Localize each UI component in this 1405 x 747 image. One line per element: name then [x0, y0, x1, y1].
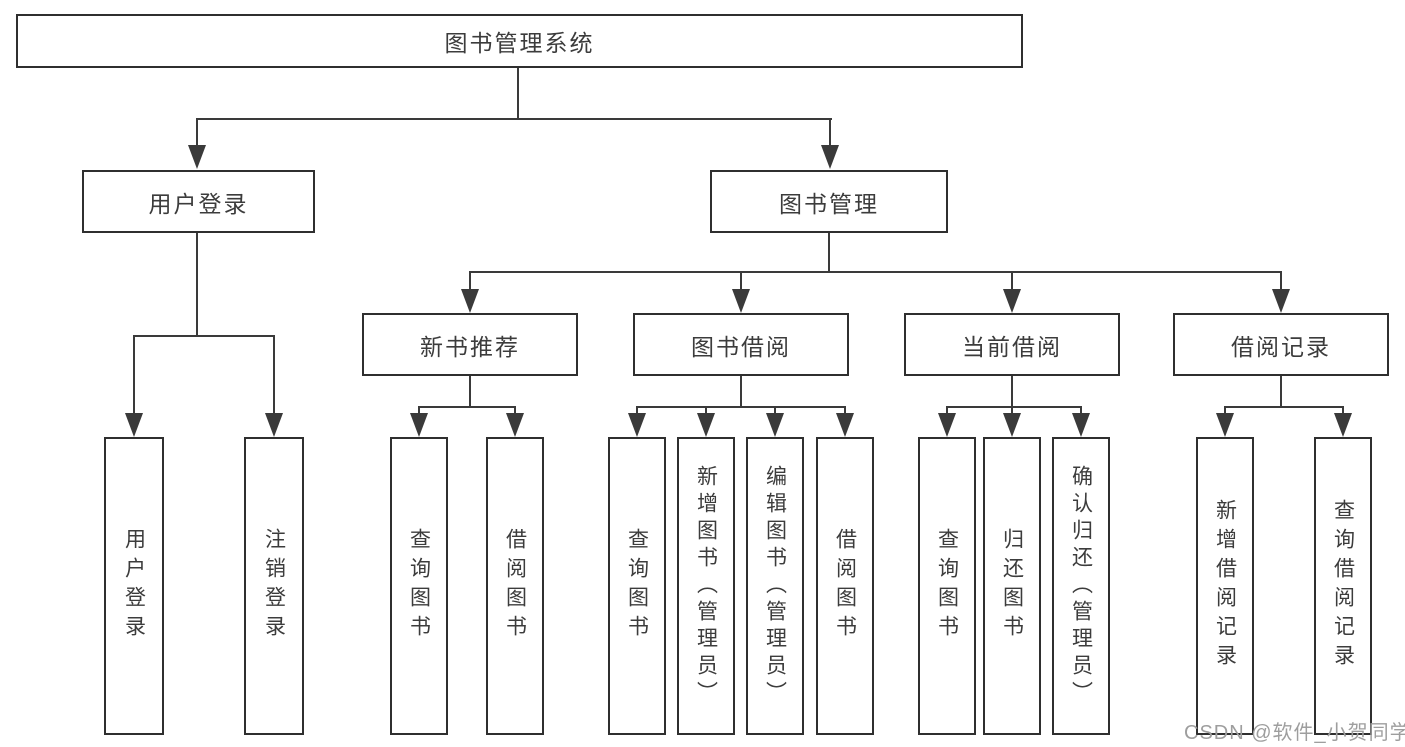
node-edit-books-admin-label: 编辑图书（管理员）: [763, 464, 787, 708]
connector-line: [418, 406, 516, 408]
connector-line: [705, 406, 707, 416]
node-logout-label: 注销登录: [262, 528, 286, 644]
connector-line: [469, 271, 471, 291]
arrow-down-icon: [697, 413, 715, 437]
arrow-down-icon: [732, 289, 750, 313]
node-add-books-admin: 新增图书（管理员）: [677, 437, 735, 735]
connector-line: [514, 406, 516, 416]
connector-line: [273, 335, 275, 415]
arrow-down-icon: [506, 413, 524, 437]
connector-line: [1011, 375, 1013, 408]
node-confirm-return-admin-label: 确认归还（管理员）: [1069, 464, 1093, 708]
connector-line: [1280, 271, 1282, 291]
connector-line: [636, 406, 846, 408]
node-user-login: 用户登录: [82, 170, 315, 233]
node-query-books-a: 查询图书: [390, 437, 448, 735]
arrow-down-icon: [265, 413, 283, 437]
connector-line: [740, 271, 742, 291]
connector-line: [946, 406, 948, 416]
connector-line: [469, 271, 1282, 273]
connector-line: [946, 406, 1082, 408]
arrow-down-icon: [1003, 289, 1021, 313]
node-borrow-books-b-label: 借阅图书: [833, 528, 857, 644]
connector-line: [844, 406, 846, 416]
arrow-down-icon: [410, 413, 428, 437]
node-book-borrow: 图书借阅: [633, 313, 849, 376]
node-book-borrow-label: 图书借阅: [691, 333, 791, 360]
node-library-system-label: 图书管理系统: [444, 30, 595, 56]
arrow-down-icon: [1272, 289, 1290, 313]
arrow-down-icon: [766, 413, 784, 437]
node-confirm-return-admin: 确认归还（管理员）: [1052, 437, 1110, 735]
connector-line: [1224, 406, 1226, 416]
arrow-down-icon: [1072, 413, 1090, 437]
node-return-books: 归还图书: [983, 437, 1041, 735]
arrow-down-icon: [1334, 413, 1352, 437]
node-query-books-b: 查询图书: [608, 437, 666, 735]
connector-line: [133, 335, 135, 415]
connector-line: [418, 406, 420, 416]
connector-line: [636, 406, 638, 416]
connector-line: [1080, 406, 1082, 416]
node-logout: 注销登录: [244, 437, 304, 735]
watermark: CSDN @软件_小贺同学: [1184, 722, 1405, 744]
node-book-management: 图书管理: [710, 170, 948, 233]
connector-line: [828, 232, 830, 272]
node-library-system: 图书管理系统: [16, 14, 1023, 68]
arrow-down-icon: [628, 413, 646, 437]
arrow-down-icon: [461, 289, 479, 313]
node-user-login-action-label: 用户登录: [122, 528, 146, 644]
node-current-borrow-label: 当前借阅: [962, 333, 1062, 360]
connector-line: [774, 406, 776, 416]
connector-line: [1280, 375, 1282, 408]
arrow-down-icon: [188, 145, 206, 169]
node-borrow-books-a: 借阅图书: [486, 437, 544, 735]
arrow-down-icon: [125, 413, 143, 437]
arrow-down-icon: [821, 145, 839, 169]
node-query-books-c: 查询图书: [918, 437, 976, 735]
node-query-books-b-label: 查询图书: [625, 528, 649, 644]
node-query-books-c-label: 查询图书: [935, 528, 959, 644]
node-borrow-records: 借阅记录: [1173, 313, 1389, 376]
arrow-down-icon: [1216, 413, 1234, 437]
node-user-login-label: 用户登录: [148, 190, 249, 217]
node-query-borrow-record: 查询借阅记录: [1314, 437, 1372, 735]
node-edit-books-admin: 编辑图书（管理员）: [746, 437, 804, 735]
connector-line: [740, 375, 742, 408]
node-current-borrow: 当前借阅: [904, 313, 1120, 376]
connector-line: [1011, 271, 1013, 291]
node-user-login-action: 用户登录: [104, 437, 164, 735]
node-add-books-admin-label: 新增图书（管理员）: [694, 464, 718, 708]
connector-line: [1224, 406, 1344, 408]
arrow-down-icon: [836, 413, 854, 437]
node-borrow-records-label: 借阅记录: [1231, 333, 1331, 360]
connector-line: [196, 232, 198, 336]
node-new-book-recommend-label: 新书推荐: [420, 333, 520, 360]
connector-line: [196, 118, 198, 148]
node-add-borrow-record: 新增借阅记录: [1196, 437, 1254, 735]
connector-line: [1342, 406, 1344, 416]
node-query-books-a-label: 查询图书: [407, 528, 431, 644]
node-return-books-label: 归还图书: [1000, 528, 1024, 644]
node-query-borrow-record-label: 查询借阅记录: [1331, 499, 1355, 673]
connector-root-stem: [517, 67, 519, 119]
connector-line: [829, 118, 831, 148]
connector-line: [133, 335, 275, 337]
connector-line: [1011, 406, 1013, 416]
node-borrow-books-b: 借阅图书: [816, 437, 874, 735]
node-book-management-label: 图书管理: [779, 190, 879, 217]
arrow-down-icon: [938, 413, 956, 437]
connector-line: [469, 375, 471, 408]
arrow-down-icon: [1003, 413, 1021, 437]
connector-root-hline: [196, 118, 832, 120]
node-new-book-recommend: 新书推荐: [362, 313, 578, 376]
node-add-borrow-record-label: 新增借阅记录: [1213, 499, 1237, 673]
node-borrow-books-a-label: 借阅图书: [503, 528, 527, 644]
